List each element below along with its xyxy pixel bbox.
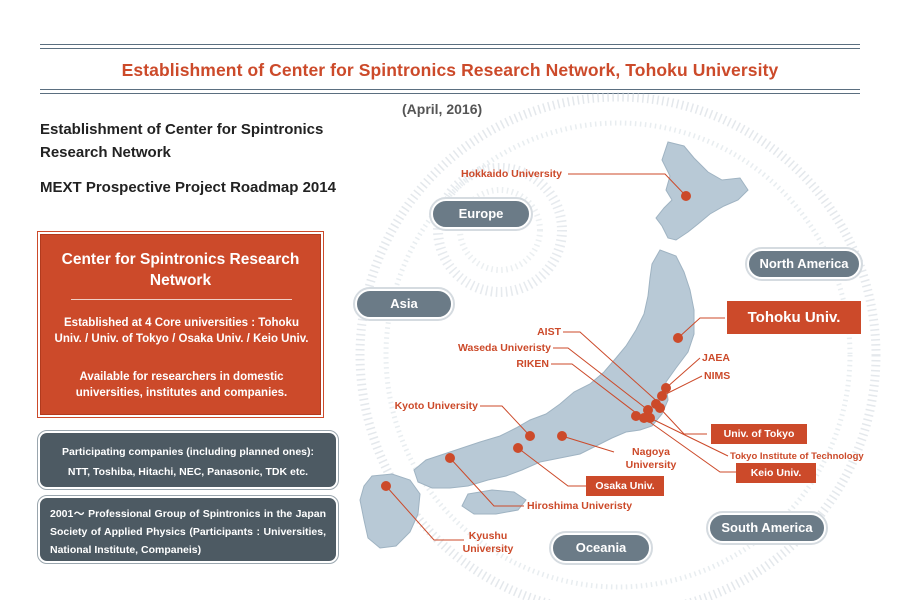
- title-rule-bottom-2: [40, 93, 860, 94]
- date-label: (April, 2016): [402, 101, 483, 117]
- label-kyushu-line-1: Kyushu: [468, 530, 508, 542]
- dot-jaea: [661, 383, 671, 393]
- label-nagoya-line-1: Nagoya: [632, 446, 670, 458]
- label-aist: AIST: [537, 326, 561, 338]
- title-rule-top-2: [40, 48, 860, 49]
- label-kyushu: Kyushu University: [458, 530, 518, 556]
- japan-landmass: [359, 141, 749, 549]
- companies-line-1: Participating companies (including plann…: [61, 446, 315, 458]
- region-europe: Europe: [429, 197, 533, 231]
- network-arc-decoration: [355, 92, 881, 600]
- label-waseda: Waseda Univeristy: [458, 342, 551, 354]
- center-box-available: Available for researchers in domestic un…: [75, 371, 288, 399]
- region-oceania: Oceania: [549, 531, 653, 565]
- dot-keio: [639, 413, 649, 423]
- center-box-established: Established at 4 Core universities : Toh…: [54, 317, 309, 345]
- dot-osaka: [513, 443, 523, 453]
- label-nagoya-line-2: University: [625, 459, 677, 471]
- connector-lines: [385, 173, 736, 541]
- institution-dots: [381, 191, 691, 491]
- label-univ-tokyo: Univ. of Tokyo: [711, 424, 807, 444]
- dot-hokkaido: [681, 191, 691, 201]
- label-tohoku: Tohoku Univ.: [727, 301, 861, 334]
- dot-riken: [631, 411, 641, 421]
- region-south-america: South America: [706, 511, 828, 545]
- title-rule-top-1: [40, 44, 860, 45]
- page-title: Establishment of Center for Spintronics …: [121, 60, 779, 80]
- label-tokyo-tech: Tokyo Institute of Technology: [730, 451, 864, 462]
- society-box: 2001〜 Professional Group of Spintronics …: [37, 495, 339, 564]
- center-box-title: Center for Spintronics Research Network: [61, 251, 300, 289]
- label-nagoya: Nagoya University: [616, 446, 686, 472]
- title-rule-bottom-1: [40, 89, 860, 90]
- label-nims: NIMS: [704, 370, 731, 382]
- heading-mext-roadmap: MEXT Prospective Project Roadmap 2014: [40, 179, 336, 196]
- companies-box: Participating companies (including plann…: [37, 430, 339, 490]
- region-north-america: North America: [745, 247, 863, 281]
- dot-waseda: [643, 405, 653, 415]
- dot-hiroshima: [445, 453, 455, 463]
- dot-nagoya: [557, 431, 567, 441]
- region-asia: Asia: [353, 287, 455, 321]
- dot-kyoto: [525, 431, 535, 441]
- dot-tohoku: [673, 333, 683, 343]
- label-riken: RIKEN: [516, 358, 549, 370]
- label-keio: Keio Univ.: [736, 463, 816, 483]
- dot-nims: [657, 391, 667, 401]
- label-kyoto: Kyoto University: [394, 400, 478, 412]
- center-box-divider: [71, 299, 292, 300]
- label-jaea: JAEA: [702, 352, 731, 364]
- heading-establishment: Establishment of Center for Spintronics …: [40, 121, 324, 161]
- label-hiroshima: Hiroshima Univeristy: [527, 500, 633, 512]
- label-kyushu-line-2: University: [462, 543, 514, 555]
- dot-kyushu: [381, 481, 391, 491]
- label-osaka: Osaka Univ.: [586, 476, 664, 496]
- dot-tokyo: [655, 403, 665, 413]
- center-box: Center for Spintronics Research Network …: [37, 231, 324, 418]
- label-hokkaido: Hokkaido University: [461, 168, 562, 180]
- companies-line-2: NTT, Toshiba, Hitachi, NEC, Panasonic, T…: [67, 466, 309, 478]
